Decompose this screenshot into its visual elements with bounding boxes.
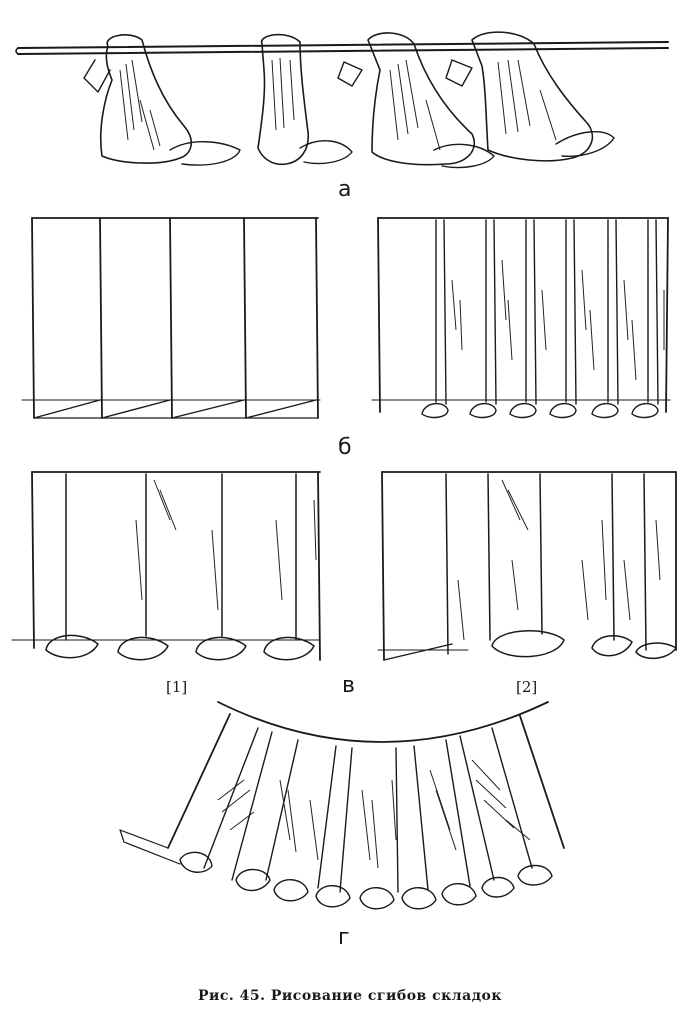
panel-b-pleated-sheets: б <box>338 217 671 460</box>
panel-a-illustration: а <box>15 31 669 202</box>
figure-caption: Рис. 45. Рисование сгибов складок <box>197 988 503 1004</box>
hanging-cloth-1 <box>83 34 241 166</box>
panel-label-b: б <box>338 435 352 460</box>
hanging-cloth-3 <box>337 32 495 169</box>
panel-g-pleated-fan: г <box>119 701 565 950</box>
sub-label-1: [1] <box>166 678 187 696</box>
panel-v-variant-1: [1] <box>11 471 321 696</box>
panel-label-v: в <box>342 673 355 698</box>
hanging-cloth-2 <box>257 33 353 166</box>
panel-label-a: а <box>338 177 351 202</box>
hanging-cloth-4 <box>445 31 615 162</box>
panel-b-flat-sheets <box>21 217 321 419</box>
sub-label-2: [2] <box>516 678 537 696</box>
panel-label-g: г <box>338 925 350 950</box>
hanging-rod <box>15 41 669 55</box>
panel-v-variant-2: в [2] <box>342 471 677 698</box>
